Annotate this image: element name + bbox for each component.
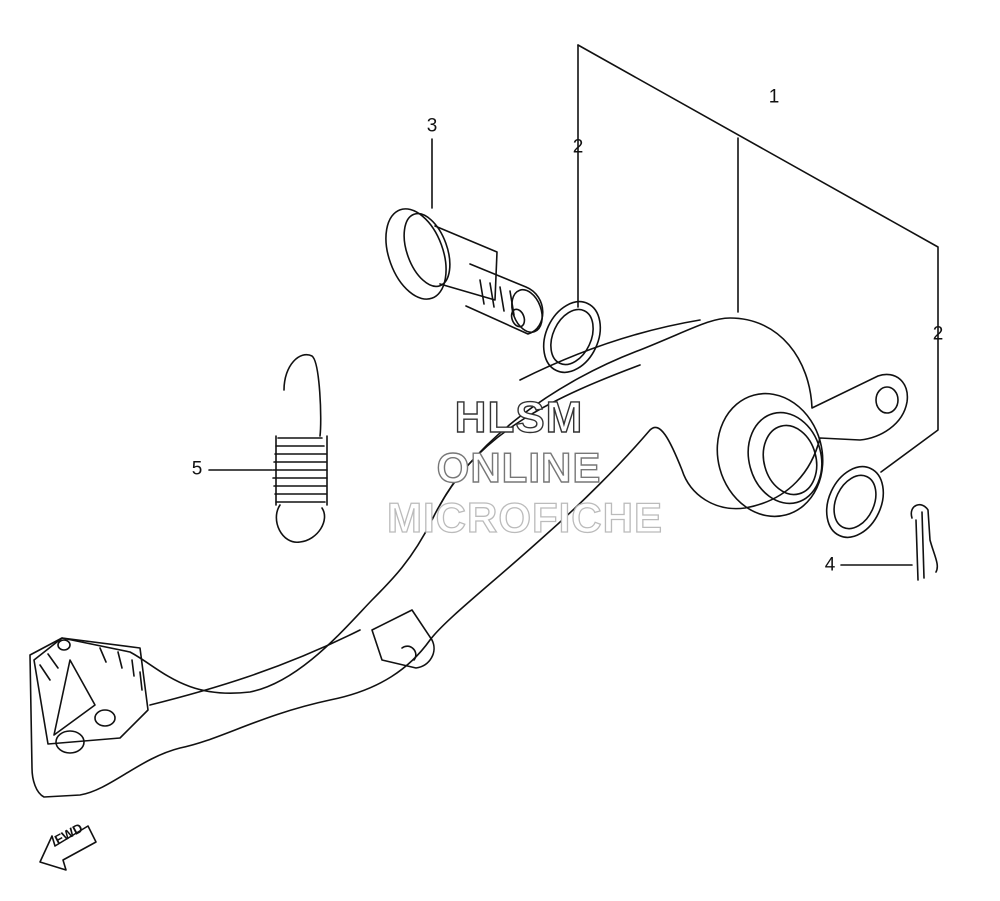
watermark-line-1: HLSM (454, 393, 584, 442)
callout-part-4: 4 (824, 554, 836, 576)
cotter-pin-part (910, 503, 939, 581)
callout-part-3: 3 (426, 115, 438, 137)
watermark-line-3: MICROFICHE (386, 494, 663, 541)
callout-part-5: 5 (191, 458, 203, 480)
return-spring-part (272, 353, 328, 543)
callout-part-2-right: 2 (932, 323, 944, 345)
brake-pedal-part (29, 317, 909, 798)
leader-lines (208, 44, 939, 566)
watermark-line-2: ONLINE (436, 444, 602, 491)
washer-right-part (825, 465, 885, 539)
fwd-arrow-icon (39, 825, 97, 871)
callout-part-2-left: 2 (572, 136, 584, 158)
callout-part-1: 1 (768, 86, 780, 108)
pivot-bolt-part (385, 208, 544, 335)
